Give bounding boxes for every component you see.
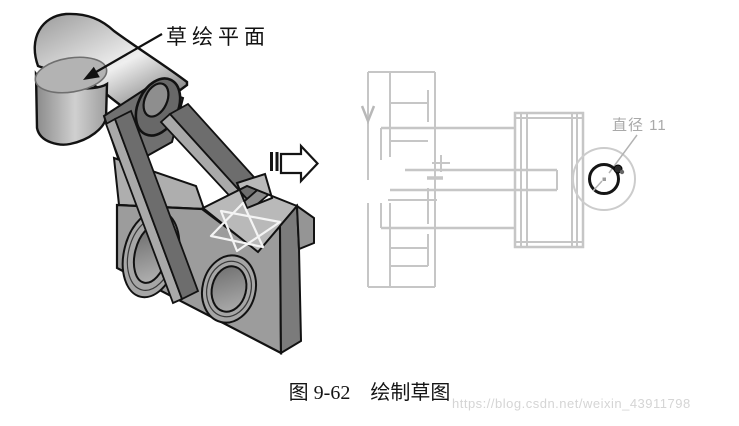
annotation-arrow [83,33,163,80]
sketch-circle [588,134,638,195]
sketch-view-2d [360,71,636,288]
watermark: https://blog.csdn.net/weixin_43911798 [452,396,691,411]
step-ear-face [295,204,315,251]
centerline-ticks [427,155,450,180]
a-frame-legs [104,102,270,305]
orientation-arrow-icon [360,105,376,125]
ring-bore [142,82,170,118]
projected-boss-circle [572,147,636,211]
diameter-label: 直径 11 [612,117,667,134]
drag-point-icon [613,164,625,175]
caption-number: 图 9-62 [288,382,351,404]
hexagram-sketch-symbol [209,201,282,253]
base-right-face [278,203,303,355]
projection-lines-block [513,111,585,249]
figure-caption: 图 9-62 绘制草图 [0,376,739,405]
sketch-plane-face [34,56,108,94]
projection-lines-arm [380,126,558,230]
caption-title: 绘制草图 [370,382,451,404]
sketch-plane-label: 草绘平面 [166,25,270,49]
projection-lines-left [367,71,436,288]
hole-right [201,254,257,324]
transform-arrow-icon [270,143,320,184]
model-3d [33,12,315,355]
